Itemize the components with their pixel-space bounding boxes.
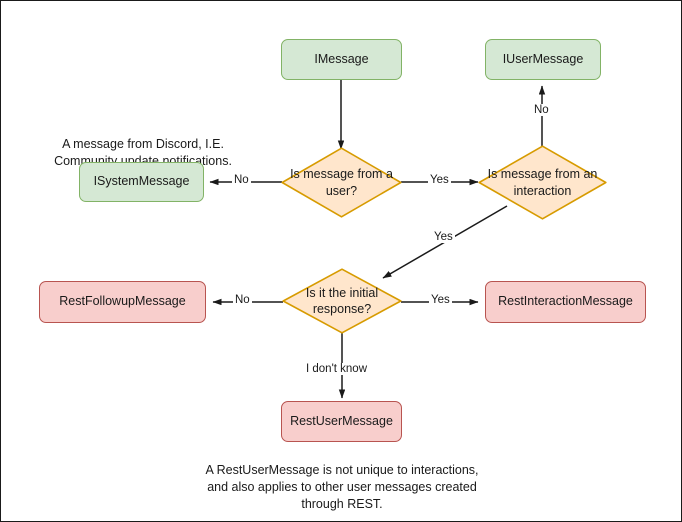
diamond-shape: [281, 147, 402, 218]
node-restfollowupmessage[interactable]: RestFollowupMessage: [39, 281, 206, 323]
node-restfollowupmessage-label: RestFollowupMessage: [59, 294, 186, 309]
edge-label-initial-yes: Yes: [429, 294, 452, 306]
decision-is-message-from-interaction[interactable]: Is message from an interaction: [478, 145, 607, 220]
edge-label-user-yes-text: Yes: [430, 174, 449, 186]
edge-label-interaction-no-text: No: [534, 104, 549, 116]
decision-is-initial-response-label: Is it the initial response?: [305, 285, 379, 316]
diamond-shape: [478, 145, 607, 220]
node-restusermessage-label: RestUserMessage: [290, 413, 393, 428]
edge-label-interaction-no: No: [532, 104, 551, 116]
node-imessage-label: IMessage: [314, 51, 369, 66]
edge-label-initial-no-text: No: [235, 294, 250, 306]
edge-label-interaction-yes: Yes: [432, 231, 455, 243]
node-restinteractionmessage[interactable]: RestInteractionMessage: [485, 281, 646, 323]
node-iusermessage[interactable]: IUserMessage: [485, 39, 601, 80]
decision-is-message-from-interaction-label: Is message from an interaction: [487, 167, 598, 198]
node-iusermessage-label: IUserMessage: [502, 51, 584, 66]
node-isystemmessage-label: ISystemMessage: [93, 174, 190, 189]
decision-is-message-from-user-label: Is message from a user?: [290, 167, 393, 198]
node-imessage[interactable]: IMessage: [281, 39, 402, 80]
node-isystemmessage[interactable]: ISystemMessage: [79, 162, 204, 202]
edge-label-interaction-yes-text: Yes: [434, 231, 453, 243]
edge-label-initial-yes-text: Yes: [431, 294, 450, 306]
edge-label-user-no: No: [232, 174, 251, 186]
edge-label-initial-unknown-text: I don't know: [306, 363, 368, 375]
node-restusermessage[interactable]: RestUserMessage: [281, 401, 402, 442]
edge-label-user-no-text: No: [234, 174, 249, 186]
note-rest-user-message: A RestUserMessage is not unique to inter…: [186, 445, 498, 513]
decision-is-message-from-user[interactable]: Is message from a user?: [281, 147, 402, 218]
node-restinteractionmessage-label: RestInteractionMessage: [498, 294, 633, 309]
decision-is-initial-response[interactable]: Is it the initial response?: [282, 268, 402, 334]
edge-label-initial-unknown: I don't know: [304, 363, 370, 375]
edge-label-initial-no: No: [233, 294, 252, 306]
note-rest-user-message-text: A RestUserMessage is not unique to inter…: [205, 462, 479, 511]
edge-label-user-yes: Yes: [428, 174, 451, 186]
